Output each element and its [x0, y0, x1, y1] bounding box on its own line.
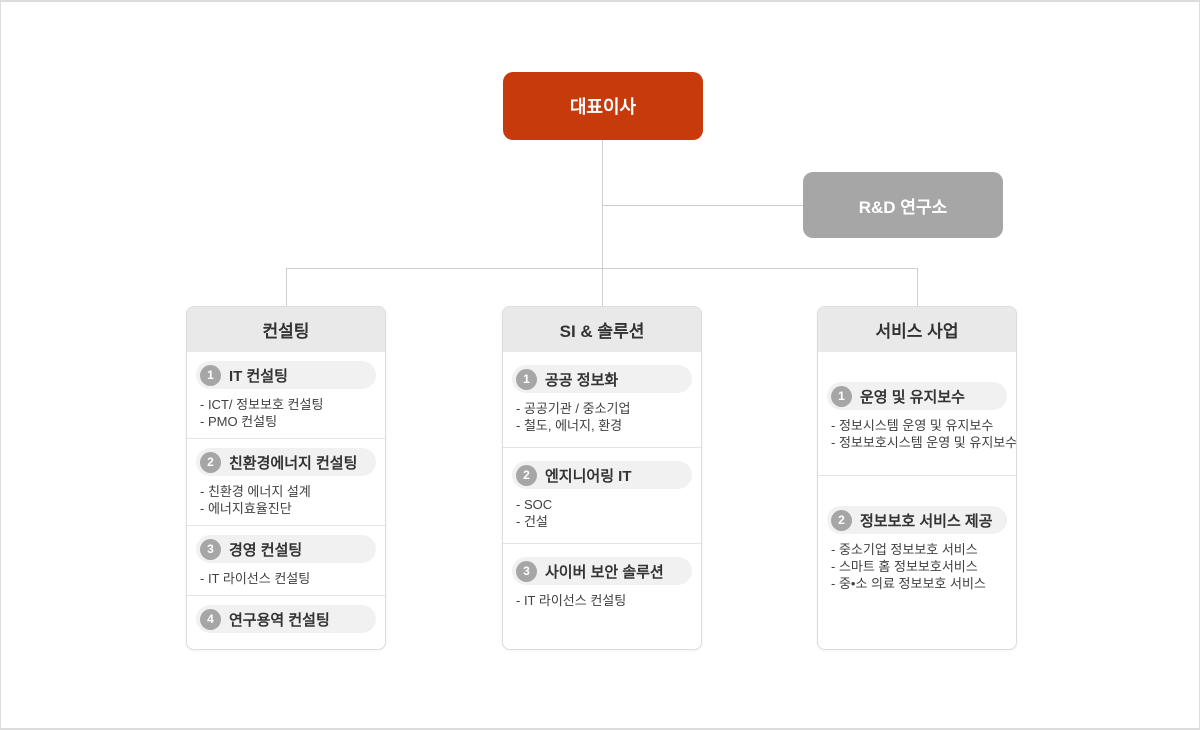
- section-title: 연구용역 컨설팅: [229, 611, 330, 629]
- org-section: 1 운영 및 유지보수 - 정보시스템 운영 및 유지보수 - 정보보호시스템 운영 …: [818, 352, 1016, 475]
- org-column: SI & 솔루션 1 공공 정보화 - 공공기관 / 중소기업 - 철도, 에너지, 환…: [502, 306, 702, 650]
- section-items: - ICT/ 정보보호 컨설팅 - PMO 컨설팅: [196, 396, 376, 430]
- section-title: 정보보호 서비스 제공: [860, 512, 993, 530]
- sub-item: - ICT/ 정보보호 컨설팅: [200, 397, 324, 412]
- number-badge: 1: [516, 368, 537, 390]
- number-badge: 3: [200, 538, 221, 560]
- org-column: 컨설팅 1 IT 컨설팅 - ICT/ 정보보호 컨설팅 - PMO 컨설팅 2 친환경에너…: [186, 306, 386, 650]
- org-section: 4 연구용역 컨설팅: [187, 595, 385, 641]
- org-section: 3 사이버 보안 솔루션 - IT 라이선스 컨설팅: [503, 543, 701, 622]
- section-pill: 1 운영 및 유지보수: [827, 382, 1007, 410]
- org-section: 2 정보보호 서비스 제공 - 중소기업 정보보호 서비스 - 스마트 홈 정보보호서…: [818, 475, 1016, 616]
- section-title: 경영 컨설팅: [229, 541, 303, 559]
- connector-line-drop-3: [917, 268, 918, 306]
- section-pill: 1 공공 정보화: [512, 365, 692, 393]
- org-section: 2 엔지니어링 IT - SOC - 건설: [503, 447, 701, 543]
- sub-item: - 건설: [516, 514, 548, 529]
- section-title: 사이버 보안 솔루션: [545, 563, 664, 581]
- connector-line-rnd-horizontal: [603, 205, 803, 206]
- section-pill: 3 경영 컨설팅: [196, 535, 376, 563]
- connector-line-drop-1: [286, 268, 287, 306]
- connector-line-drop-2: [602, 268, 603, 306]
- sub-item: - 중•소 의료 정보보호 서비스: [831, 576, 986, 591]
- org-column: 서비스 사업 1 운영 및 유지보수 - 정보시스템 운영 및 유지보수 - 정보보호시…: [817, 306, 1017, 650]
- ceo-box: 대표이사: [503, 72, 703, 140]
- section-title: 엔지니어링 IT: [545, 467, 632, 485]
- rnd-box: R&D 연구소: [803, 172, 1003, 238]
- number-badge: 4: [200, 608, 221, 630]
- section-title: 공공 정보화: [545, 371, 619, 389]
- sub-item: - 친환경 에너지 설계: [200, 484, 311, 499]
- sub-item: - 정보시스템 운영 및 유지보수: [831, 418, 994, 433]
- section-pill: 1 IT 컨설팅: [196, 361, 376, 389]
- section-items: - IT 라이선스 컨설팅: [196, 570, 376, 587]
- column-title: SI & 솔루션: [503, 307, 701, 352]
- section-items: - IT 라이선스 컨설팅: [512, 592, 692, 609]
- sub-item: - 스마트 홈 정보보호서비스: [831, 559, 978, 574]
- number-badge: 2: [516, 464, 537, 486]
- number-badge: 3: [516, 560, 537, 582]
- section-pill: 3 사이버 보안 솔루션: [512, 557, 692, 585]
- sub-item: - PMO 컨설팅: [200, 414, 278, 429]
- section-pill: 4 연구용역 컨설팅: [196, 605, 376, 633]
- number-badge: 1: [200, 364, 221, 386]
- rnd-label: R&D 연구소: [858, 197, 948, 217]
- ceo-label: 대표이사: [569, 97, 637, 117]
- org-section: 1 IT 컨설팅 - ICT/ 정보보호 컨설팅 - PMO 컨설팅: [187, 352, 385, 438]
- sub-item: - 공공기관 / 중소기업: [516, 401, 631, 416]
- sub-item: - 에너지효율진단: [200, 501, 292, 516]
- section-pill: 2 정보보호 서비스 제공: [827, 506, 1007, 534]
- sub-item: - SOC: [516, 497, 553, 512]
- sub-item: - IT 라이선스 컨설팅: [516, 593, 627, 608]
- section-items: - SOC - 건설: [512, 496, 692, 530]
- section-items: - 중소기업 정보보호 서비스 - 스마트 홈 정보보호서비스 - 중•소 의료 정…: [827, 541, 1007, 592]
- sub-item: - 정보보호시스템 운영 및 유지보수: [831, 435, 1017, 450]
- section-items: - 공공기관 / 중소기업 - 철도, 에너지, 환경: [512, 400, 692, 434]
- number-badge: 1: [831, 385, 852, 407]
- sub-item: - 철도, 에너지, 환경: [516, 418, 623, 433]
- section-title: 운영 및 유지보수: [860, 388, 965, 406]
- section-pill: 2 친환경에너지 컨설팅: [196, 448, 376, 476]
- column-title: 컨설팅: [187, 307, 385, 352]
- column-title: 서비스 사업: [818, 307, 1016, 352]
- org-section: 1 공공 정보화 - 공공기관 / 중소기업 - 철도, 에너지, 환경: [503, 352, 701, 447]
- connector-line-ceo-vertical: [602, 140, 603, 268]
- section-pill: 2 엔지니어링 IT: [512, 461, 692, 489]
- section-title: 친환경에너지 컨설팅: [229, 454, 358, 472]
- connector-line-main-horizontal: [286, 268, 917, 269]
- org-section: 3 경영 컨설팅 - IT 라이선스 컨설팅: [187, 525, 385, 595]
- number-badge: 2: [200, 451, 221, 473]
- org-section: 2 친환경에너지 컨설팅 - 친환경 에너지 설계 - 에너지효율진단: [187, 438, 385, 525]
- number-badge: 2: [831, 509, 852, 531]
- sub-item: - IT 라이선스 컨설팅: [200, 571, 311, 586]
- section-items: - 정보시스템 운영 및 유지보수 - 정보보호시스템 운영 및 유지보수: [827, 417, 1017, 451]
- sub-item: - 중소기업 정보보호 서비스: [831, 542, 978, 557]
- section-title: IT 컨설팅: [229, 367, 288, 385]
- section-items: - 친환경 에너지 설계 - 에너지효율진단: [196, 483, 376, 517]
